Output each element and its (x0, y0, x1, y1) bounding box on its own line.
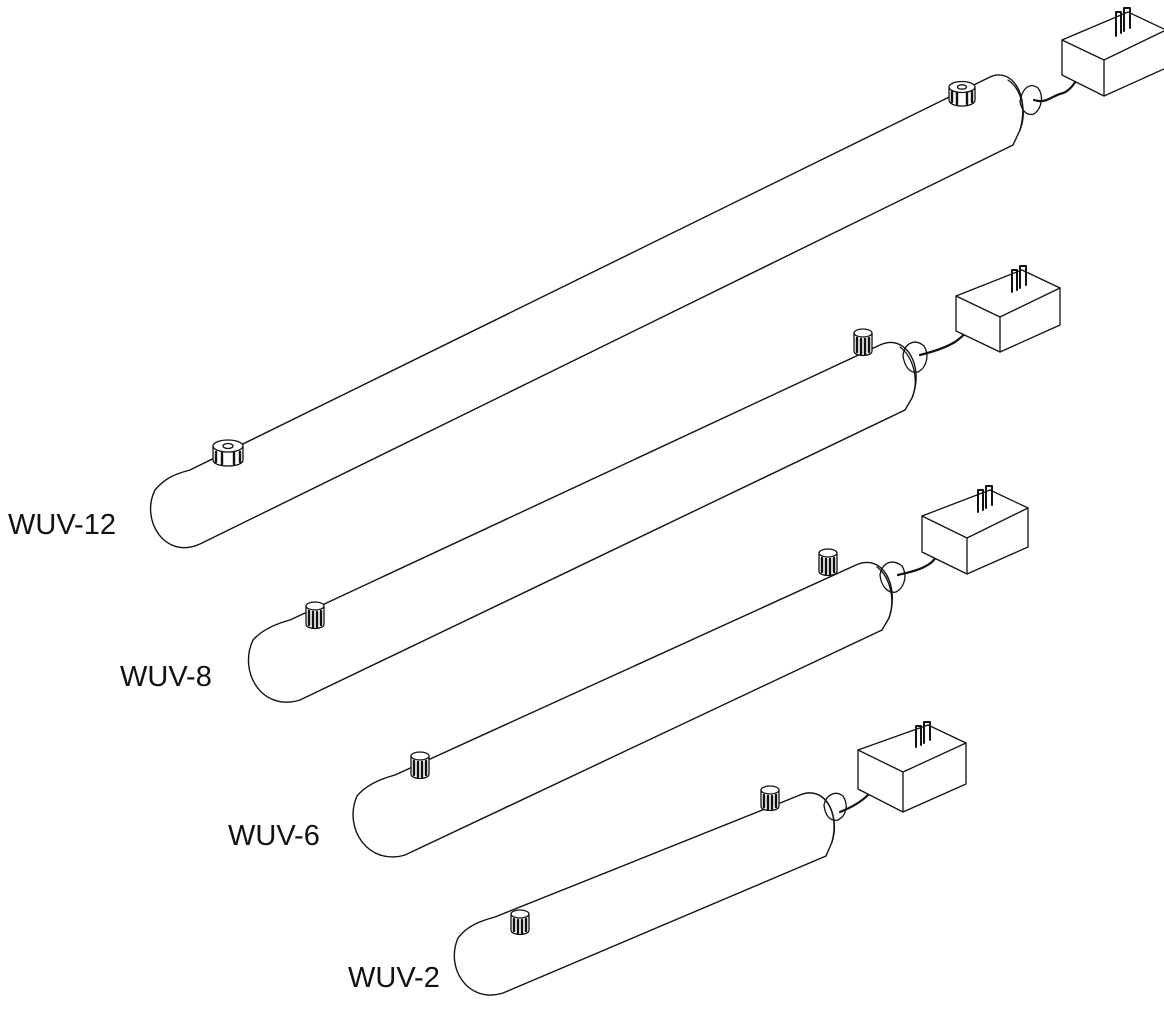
power-adapter (1061, 7, 1164, 97)
model-label-wuv-6: WUV-6 (228, 820, 320, 852)
end-cap (879, 561, 906, 593)
outlet-port (760, 785, 780, 812)
inlet-port (510, 909, 530, 936)
power-adapter (921, 485, 1029, 575)
unit-wuv-6 (352, 485, 1029, 858)
inlet-port (212, 439, 244, 467)
inlet-port (305, 601, 325, 630)
unit-wuv-12 (149, 7, 1164, 549)
sterilizer-tube (352, 561, 893, 858)
sterilizer-tube (149, 74, 1024, 549)
model-label-wuv-8: WUV-8 (120, 661, 212, 693)
outlet-port (853, 328, 873, 357)
sterilizer-tube (247, 341, 917, 703)
model-label-wuv-2: WUV-2 (348, 962, 440, 994)
sterilizer-tube (453, 792, 836, 996)
unit-wuv-2 (453, 721, 967, 996)
power-adapter (955, 265, 1061, 353)
outlet-port (818, 548, 838, 577)
end-cap (823, 792, 847, 821)
outlet-port (948, 80, 976, 107)
unit-wuv-8 (247, 265, 1061, 703)
inlet-port (410, 751, 430, 780)
power-adapter (857, 721, 967, 813)
model-label-wuv-12: WUV-12 (8, 509, 116, 541)
end-cap (902, 341, 928, 373)
